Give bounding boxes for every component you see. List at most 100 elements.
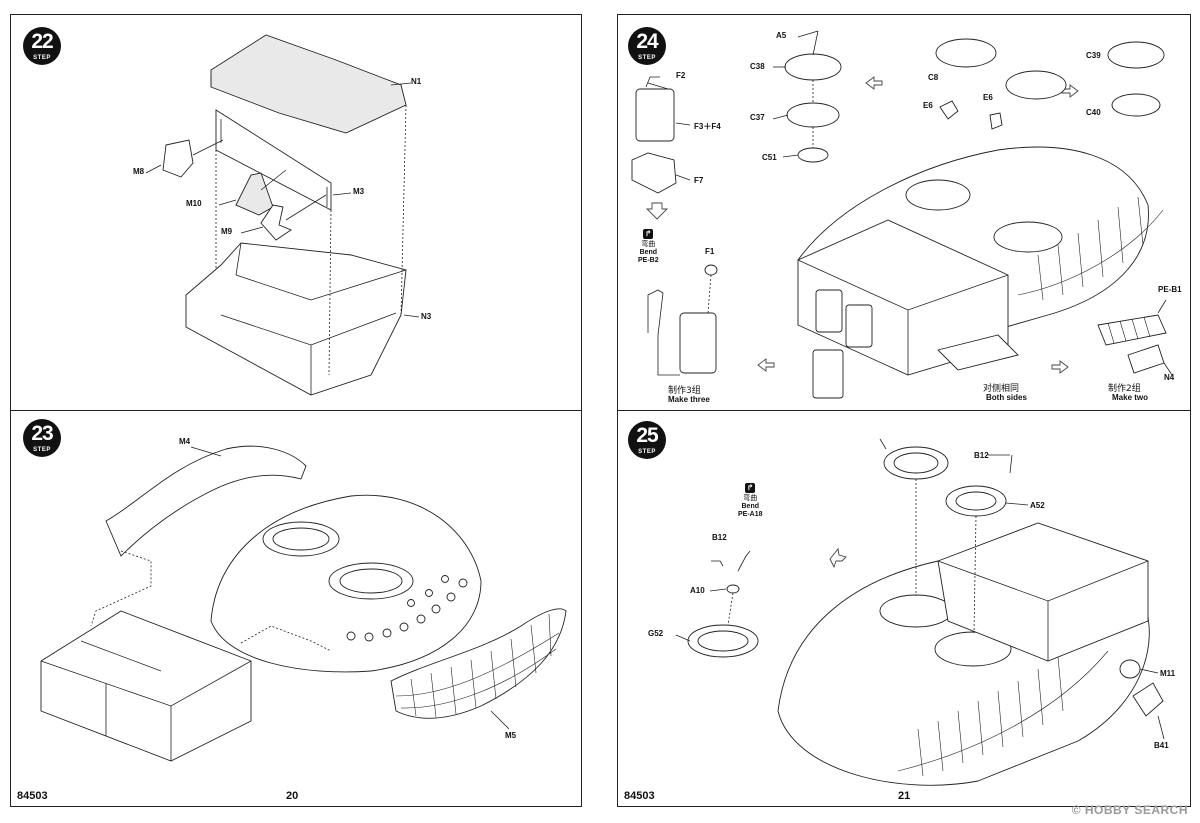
side-step-shape	[937, 334, 1019, 371]
step-word: STEP	[638, 55, 656, 61]
part-f3f4-shape	[635, 88, 675, 142]
part-label-n4: N4	[1164, 373, 1175, 382]
step-badge-icon: 24 STEP	[628, 27, 666, 65]
bend-icon: ↱	[745, 483, 756, 493]
step-word: STEP	[638, 449, 656, 455]
bend-part: PE-B2	[638, 257, 659, 264]
direction-arrow-icon	[865, 76, 883, 90]
part-label-m10: M10	[186, 199, 202, 208]
step-badge-icon: 23 STEP	[23, 419, 61, 457]
part-c39-shape	[1107, 41, 1165, 69]
part-e6-shape	[939, 100, 959, 120]
step-badge-icon: 25 STEP	[628, 421, 666, 459]
bend-en: Bend	[639, 249, 658, 256]
bend-en: Bend	[741, 503, 760, 510]
part-label-b12-left: B12	[712, 533, 727, 542]
part-n3-shape	[185, 242, 407, 396]
step-23-drawing	[40, 445, 567, 762]
turret-bolt-holes	[346, 575, 468, 642]
page-number: 21	[898, 790, 911, 802]
note-both-sides-cn: 对侧相同	[983, 384, 1020, 394]
part-m5-shape	[390, 608, 567, 719]
step-24-drawing	[631, 30, 1173, 399]
step-number: 25	[636, 424, 658, 447]
part-c40-shape	[1111, 93, 1161, 117]
part-label-b12-top: B12	[974, 451, 989, 460]
right-page: 24 STEP	[617, 14, 1191, 807]
bend-cn: 弯曲	[641, 240, 656, 248]
note-make-three-cn: 制作3组	[668, 386, 701, 396]
part-m11-shape	[1119, 659, 1141, 679]
turret-grille-lines	[1017, 196, 1164, 301]
part-e6-shape-2	[989, 112, 1003, 130]
part-pe-b2-shape	[647, 289, 664, 336]
step-word: STEP	[33, 55, 51, 61]
part-label-c37: C37	[750, 113, 765, 122]
part-label-c40: C40	[1086, 108, 1101, 117]
part-m4-shape	[105, 445, 307, 557]
part-m10-shape	[235, 172, 274, 216]
part-label-n1: N1	[411, 77, 422, 86]
product-code: 84503	[17, 790, 48, 802]
panel-divider	[618, 410, 1190, 411]
part-c37-shape	[786, 102, 840, 128]
part-label-m4: M4	[179, 437, 191, 446]
part-label-pe-b1: PE-B1	[1158, 285, 1182, 294]
note-make-two-cn: 制作2组	[1108, 384, 1141, 394]
step-number: 22	[31, 30, 53, 53]
step-22-drawing	[145, 34, 420, 396]
part-label-m11: M11	[1160, 669, 1176, 678]
direction-arrow-icon	[757, 358, 775, 372]
note-make-three-en: Make three	[668, 395, 710, 404]
direction-arrow-icon	[645, 202, 669, 220]
step-23-panel: 23 STEP	[11, 411, 581, 806]
part-label-m9: M9	[221, 227, 233, 236]
part-n1-shape	[210, 34, 407, 134]
step-badge-icon: 22 STEP	[23, 27, 61, 65]
storage-box-group	[937, 522, 1149, 662]
part-label-m5: M5	[505, 731, 517, 740]
part-label-g52: G52	[648, 629, 664, 638]
part-m9-shape	[260, 204, 292, 241]
bend-note-pe-a18: ↱ 弯曲 Bend PE-A18	[738, 483, 763, 519]
part-label-f2: F2	[676, 71, 686, 80]
part-n4-shape	[1127, 344, 1165, 374]
left-page: 22 STEP	[10, 14, 582, 807]
part-a5-shape	[812, 30, 819, 56]
part-a10-shape	[726, 584, 740, 594]
note-make-two-en: Make two	[1112, 393, 1149, 402]
part-f1-shape	[704, 264, 718, 276]
step-25-panel: 25 STEP	[618, 411, 1190, 806]
m5-grille-lines	[395, 613, 560, 718]
note-both-sides-en: Both sides	[986, 393, 1027, 402]
part-c51-shape	[797, 147, 829, 163]
step-word: STEP	[33, 447, 51, 453]
mounted-jerrycan	[845, 304, 873, 348]
part-label-m3: M3	[353, 187, 365, 196]
part-label-c8: C8	[928, 73, 939, 82]
storage-box-left	[40, 610, 252, 762]
mounted-jerrycan	[812, 349, 844, 399]
page-number: 20	[286, 790, 299, 802]
direction-arrow-icon	[1051, 360, 1069, 374]
assembled-jerrycan	[679, 312, 717, 374]
part-label-a10: A10	[690, 586, 705, 595]
part-pe-a18-shape	[737, 550, 751, 572]
part-label-a5: A5	[776, 31, 787, 40]
part-pe-b1-shape	[1097, 314, 1167, 346]
part-label-c51: C51	[762, 153, 777, 162]
part-label-f1: F1	[705, 247, 715, 256]
step-24-panel: 24 STEP	[618, 15, 1190, 410]
part-label-e6-left: E6	[923, 101, 933, 110]
turret-grille-lines	[897, 650, 1109, 777]
bend-part: PE-A18	[738, 511, 763, 518]
part-label-c39: C39	[1086, 51, 1101, 60]
part-m8-shape	[162, 139, 194, 178]
mounted-jerrycan	[815, 289, 843, 333]
part-label-a52: A52	[1030, 501, 1045, 510]
part-b12-shape	[711, 560, 724, 567]
step-25-drawing	[675, 438, 1165, 786]
bend-note-pe-b2: ↱ 弯曲 Bend PE-B2	[638, 229, 659, 265]
bend-icon: ↱	[643, 229, 654, 239]
part-label-c38: C38	[750, 62, 765, 71]
